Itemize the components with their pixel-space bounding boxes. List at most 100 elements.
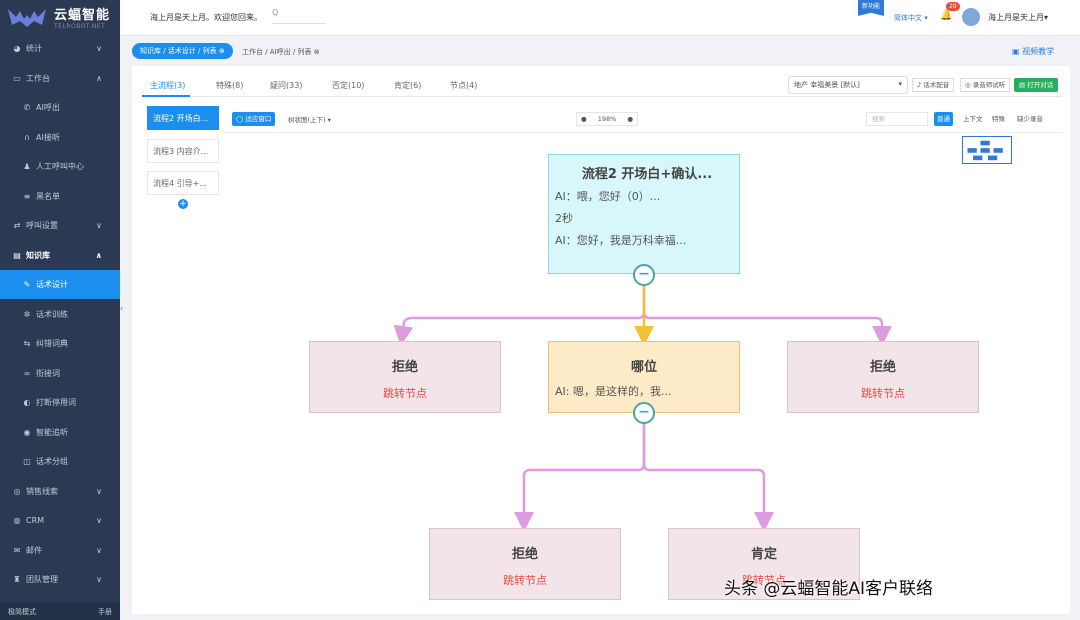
flow-root-node[interactable]: 流程2 开场白+确认... AI：喂，您好（0）... 2秒 AI：您好，我是万… (548, 154, 740, 274)
brand-name: 云蝠智能 (54, 8, 111, 23)
chevron-icon: ∧ (96, 73, 102, 83)
jump-node-label: 跳转节点 (861, 387, 905, 400)
user-menu[interactable]: 海上月是天上月▾ (988, 13, 1049, 22)
sidebar-item-label: 销售线索 (26, 486, 58, 496)
tab-item[interactable]: 特殊(8) (216, 81, 244, 90)
video-tutorial-link[interactable]: ▣ 视频教学 (1012, 46, 1054, 57)
sidebar-item[interactable]: ◐打断停用词 (0, 388, 120, 417)
scene-select[interactable]: 地产 幸福美景 [默认]▾ (788, 76, 908, 94)
crumb-tab-active[interactable]: 知识库 / 话术设计 / 列表 ⊗ (132, 43, 233, 59)
node-line: AI：您好，我是万科幸福... (555, 234, 687, 247)
sidebar-item[interactable]: ♜团队管理∨ (0, 565, 120, 594)
sidebar-item[interactable]: ✉邮件∨ (0, 536, 120, 565)
sidebar-item-label: 黑名单 (36, 191, 60, 201)
minimap[interactable] (962, 136, 1012, 164)
sidebar-item[interactable]: ◕统计∨ (0, 34, 120, 63)
layout-select[interactable]: 树状图(上下) ▾ (288, 114, 331, 124)
reject-node[interactable]: 拒绝 跳转节点 (309, 341, 501, 413)
reject-node[interactable]: 拒绝 跳转节点 (429, 528, 621, 600)
brand-logo[interactable]: 云蝠智能 TELROBOT.NET (0, 0, 120, 34)
sidebar-item[interactable]: ◎销售线索∨ (0, 477, 120, 506)
sidebar-item[interactable]: ✲ 话术训练 (0, 300, 120, 329)
sidebar-item[interactable]: ✎话术设计 (0, 270, 120, 299)
video-label: 视频教学 (1022, 47, 1055, 56)
sidebar-item[interactable]: ▭工作台∧ (0, 64, 120, 93)
view-special-button[interactable]: 特殊 (992, 115, 1005, 123)
sidebar-item-label: 知识库 (26, 250, 50, 260)
sidebar-item[interactable]: ▤知识库∧ (0, 241, 120, 270)
sidebar-item[interactable]: ◉智能追听 (0, 418, 120, 447)
fit-window-button[interactable]: ◯ 适应窗口 (232, 112, 276, 126)
zoom-out-icon[interactable]: ● (581, 115, 587, 123)
tab-item[interactable]: 主流程(3) (150, 81, 186, 90)
sidebar-item[interactable]: ≡黑名单 (0, 182, 120, 211)
jump-node-label: 跳转节点 (742, 574, 786, 587)
collapse-node-icon[interactable]: − (633, 402, 655, 424)
reject-node[interactable]: 拒绝 跳转节点 (787, 341, 979, 413)
tab-item[interactable]: 否定(10) (332, 81, 365, 90)
record-preview-button[interactable]: ◎ 录音师试听 (960, 78, 1011, 92)
canvas-divider (224, 132, 1062, 133)
sidebar-item[interactable]: ⇆纠错词典 (0, 329, 120, 358)
zoom-control[interactable]: ●198%● (576, 112, 638, 126)
node-title: 拒绝 (391, 360, 418, 375)
tab-item[interactable]: 肯定(6) (394, 81, 422, 90)
sidebar-item[interactable]: ∞衔接词 (0, 359, 120, 388)
team-icon: ♜ (13, 575, 21, 584)
header-search-input[interactable]: Q (272, 8, 326, 24)
tab-item[interactable]: 疑问(33) (270, 81, 303, 90)
node-search-input[interactable]: 搜索 (866, 112, 928, 126)
avatar[interactable] (962, 8, 980, 26)
sidebar-item[interactable]: ⇄呼叫设置∨ (0, 211, 120, 240)
view-context-button[interactable]: 上下文 (963, 115, 983, 123)
view-normal-button[interactable]: 普通 (934, 112, 953, 126)
close-icon[interactable]: ⊗ (313, 48, 320, 56)
edit-icon: ✎ (23, 280, 31, 289)
new-feature-badge[interactable]: 新功能 (858, 0, 884, 16)
audio-dub-button[interactable]: ♪ 话术配音 (912, 78, 955, 92)
add-flow-icon[interactable]: + (178, 199, 188, 209)
view-missing-audio-button[interactable]: 缺少录音 (1017, 115, 1043, 123)
node-title: 拒绝 (869, 360, 896, 375)
group-icon: ◫ (23, 457, 31, 466)
person-icon: ♟ (23, 162, 31, 171)
who-node[interactable]: 哪位 AI: 嗯，是这样的，我... (548, 341, 740, 413)
tab-item[interactable]: 节点(4) (450, 81, 478, 90)
sidebar-item[interactable]: ◍CRM∨ (0, 506, 120, 535)
notification-count: 20 (946, 2, 960, 11)
chevron-down-icon: ▾ (898, 80, 902, 88)
affirm-node[interactable]: 肯定 跳转节点 (668, 528, 860, 600)
sidebar-collapse-icon[interactable]: ‹ (120, 303, 124, 313)
flow-item[interactable]: 流程3 内容介... (147, 139, 219, 163)
language-select[interactable]: 简体中文 ▾ (894, 14, 928, 22)
layout-value: 树状图(上下) (288, 116, 326, 124)
brand-sub: TELROBOT.NET (54, 23, 106, 30)
collapse-node-icon[interactable]: − (633, 264, 655, 286)
sidebar-item-label: 统计 (26, 44, 42, 53)
bell-icon[interactable]: 🔔 (940, 10, 953, 21)
sidebar-item[interactable]: ∩AI接听 (0, 123, 120, 152)
sidebar-item[interactable]: ♟人工呼叫中心 (0, 152, 120, 181)
flow-item[interactable]: 流程4 引导+... (147, 171, 219, 195)
zoom-in-icon[interactable]: ● (627, 115, 633, 123)
main-panel: 主流程(3) 特殊(8) 疑问(33) 否定(10) 肯定(6) 节点(4) 地产 幸福美… (132, 66, 1070, 614)
open-dialog-button[interactable]: ▤ 打开对话 (1014, 78, 1059, 92)
sidebar-footer: 极简模式 手册 (0, 603, 120, 620)
crumb-tab[interactable]: 工作台 / AI呼出 / 列表 ⊗ (242, 47, 320, 57)
chevron-icon: ∨ (96, 44, 102, 53)
close-icon[interactable]: ⊗ (218, 47, 225, 55)
sidebar-item[interactable]: ✆AI呼出 (0, 93, 120, 122)
chevron-down-icon: ▾ (327, 116, 331, 124)
flow-connectors (393, 285, 892, 532)
sidebar-item-label: 团队管理 (26, 575, 58, 584)
sidebar-item[interactable]: ◫ 话术分组 (0, 447, 120, 476)
simple-mode-toggle[interactable]: 极简模式 (8, 607, 36, 616)
ear-icon: ◉ (23, 427, 31, 437)
sidebar-item-label: 打断停用词 (36, 398, 76, 407)
flow-item[interactable]: 流程2 开场白... (147, 106, 219, 130)
manual-link[interactable]: 手册 (98, 607, 112, 616)
train-icon: ✲ (23, 309, 31, 319)
sidebar-item-label: 话术训练 (36, 309, 68, 319)
sidebar-item-label: 话术分组 (36, 457, 68, 466)
sidebar-item-label: 呼叫设置 (26, 221, 58, 230)
